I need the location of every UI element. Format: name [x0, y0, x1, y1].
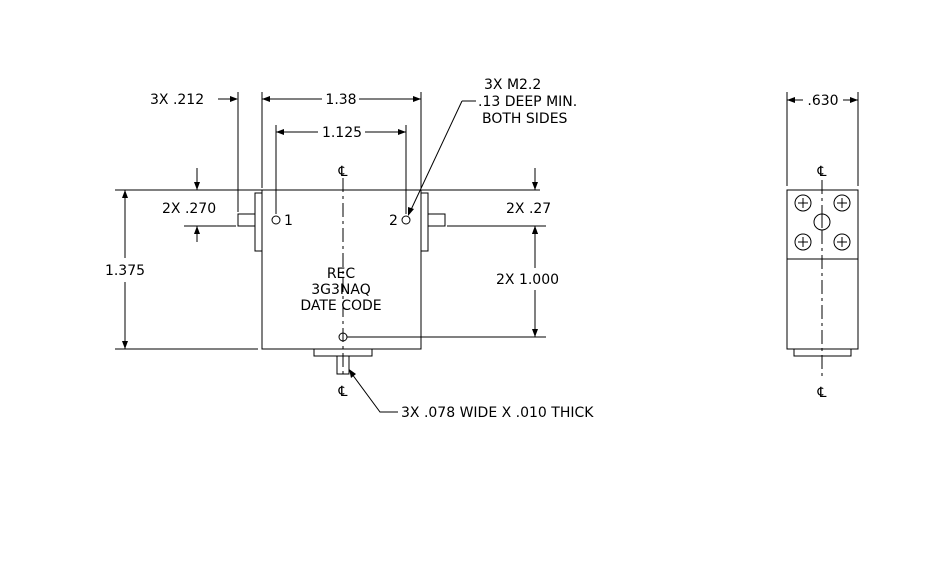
screw-icon	[833, 233, 851, 251]
screw-icon	[833, 194, 851, 212]
tuning-screw-icon	[813, 213, 831, 231]
port-2-hole	[401, 215, 411, 225]
dim-630-arrow-right	[850, 97, 858, 103]
left-flange	[254, 192, 263, 252]
side-view: .630 ℄ ℄	[786, 92, 859, 401]
screw-top-left	[794, 194, 812, 212]
screw-icon	[794, 194, 812, 212]
tab-note-leader	[348, 369, 398, 413]
dim-212-arrow	[230, 96, 238, 102]
dim-1000-text: 2X 1.000	[496, 272, 559, 288]
hole-note-line2: .13 DEEP MIN.	[478, 94, 577, 110]
hole-note-line3: BOTH SIDES	[482, 111, 568, 127]
tab-note-arrow	[349, 369, 356, 378]
dim-27-text: 2X .27	[506, 201, 551, 217]
front-centerline-top-symbol: ℄	[338, 164, 348, 180]
front-view: ℄ ℄ 1 2 REC 3G3NAQ DATE CODE	[237, 164, 446, 400]
port-2-label: 2	[389, 213, 398, 229]
dim-138-text: 1.38	[325, 92, 356, 108]
body-marking-line2: 3G3NAQ	[311, 282, 371, 298]
side-centerline-top-symbol: ℄	[817, 164, 827, 180]
screw-bottom-right	[833, 233, 851, 251]
dim-1375-arrow-bottom	[122, 341, 128, 349]
screw-icon	[794, 233, 812, 251]
dim-212-text: 3X .212	[150, 92, 204, 108]
body-marking-line3: DATE CODE	[300, 298, 381, 314]
dim-1375-arrow-top	[122, 190, 128, 198]
hole-note-leader	[408, 100, 463, 215]
side-centerline-bottom-symbol: ℄	[817, 385, 827, 401]
dim-270-arrow-top	[194, 182, 200, 190]
tuning-screw-center	[813, 213, 831, 231]
dim-138-arrow-right	[413, 96, 421, 102]
right-flange	[420, 192, 429, 252]
front-centerline-bottom-symbol: ℄	[338, 384, 348, 400]
screw-bottom-left	[794, 233, 812, 251]
port-1-label: 1	[284, 213, 293, 229]
tab-note-text: 3X .078 WIDE X .010 THICK	[401, 405, 594, 421]
dim-1375-text: 1.375	[105, 263, 145, 279]
dim-27-arrow-top	[532, 182, 538, 190]
left-tab	[237, 213, 256, 227]
dim-1125-text: 1.125	[322, 125, 362, 141]
dim-630-text: .630	[807, 93, 838, 109]
dim-1000-arrow-bottom	[532, 329, 538, 337]
body-marking-line1: REC	[327, 266, 356, 282]
dim-630-text-bg	[803, 92, 843, 108]
dim-1125-arrow-right	[398, 129, 406, 135]
hole-note-line1: 3X M2.2	[484, 77, 541, 93]
screw-top-right	[833, 194, 851, 212]
dim-1125-arrow-left	[276, 129, 284, 135]
front-dimensions: 3X .212 1.38 1.125 3X M2.2 .13 DEEP MIN.…	[105, 77, 594, 421]
dim-270-arrow-bottom	[194, 226, 200, 234]
dim-630-arrow-left	[787, 97, 795, 103]
dim-270-text: 2X .270	[162, 201, 216, 217]
dim-1000-arrow-top	[532, 226, 538, 234]
right-tab	[427, 213, 446, 227]
hole-note-arrow	[408, 207, 414, 216]
port-1-hole	[271, 215, 281, 225]
